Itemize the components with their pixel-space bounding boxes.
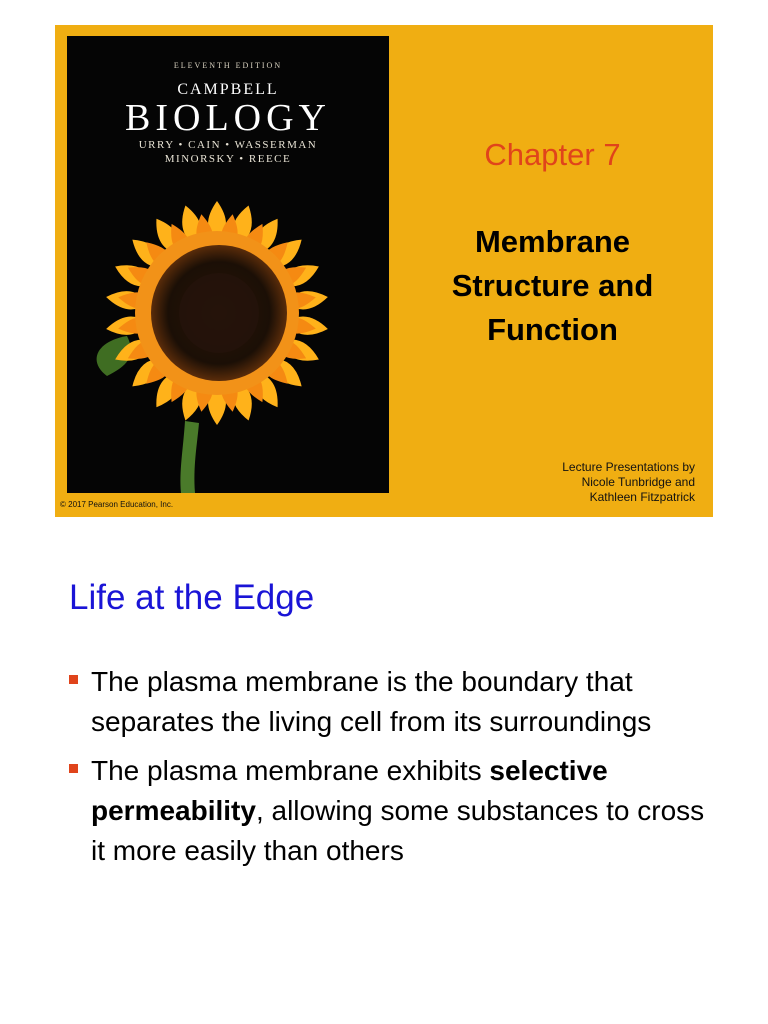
- credits-line: Kathleen Fitzpatrick: [589, 490, 695, 504]
- cover-authors-line1: URRY • CAIN • WASSERMAN: [138, 139, 318, 151]
- section-heading: Life at the Edge: [69, 578, 315, 617]
- square-bullet-icon: [69, 675, 78, 684]
- slide-title-line: Function: [487, 312, 618, 347]
- credits-line: Nicole Tunbridge and: [581, 475, 695, 489]
- bullet-text-bold: selective permeability: [91, 755, 608, 826]
- bullet-text-post: , allowing some substances to cross it m…: [91, 795, 705, 866]
- square-bullet-icon: [69, 764, 78, 773]
- credits-line: Lecture Presentations by: [562, 460, 695, 474]
- cover-brand: CAMPBELL: [177, 81, 279, 98]
- sunflower-image: [96, 201, 328, 493]
- chapter-label: Chapter 7: [484, 137, 621, 172]
- bullet-text: The plasma membrane is the boundary that…: [91, 666, 652, 737]
- cover-authors-line2: MINORSKY • REECE: [164, 153, 292, 165]
- presentation-credits: Lecture Presentations by Nicole Tunbridg…: [562, 460, 695, 505]
- book-cover: ELEVENTH EDITION CAMPBELL BIOLOGY URRY •…: [67, 36, 389, 493]
- bullet-item: The plasma membrane exhibits selective p…: [68, 751, 718, 871]
- title-slide: ELEVENTH EDITION CAMPBELL BIOLOGY URRY •…: [55, 25, 713, 517]
- cover-edition: ELEVENTH EDITION: [173, 61, 283, 70]
- bullet-text-pre: The plasma membrane exhibits: [91, 755, 490, 786]
- slide-title: Membrane Structure and Function: [415, 220, 690, 352]
- bullet-list: The plasma membrane is the boundary that…: [68, 662, 718, 880]
- slide-title-line: Membrane: [474, 224, 631, 259]
- bullet-item: The plasma membrane is the boundary that…: [68, 662, 718, 742]
- copyright-notice: © 2017 Pearson Education, Inc.: [60, 500, 174, 509]
- slide-title-line: Structure and: [451, 268, 654, 303]
- cover-title: BIOLOGY: [125, 97, 331, 139]
